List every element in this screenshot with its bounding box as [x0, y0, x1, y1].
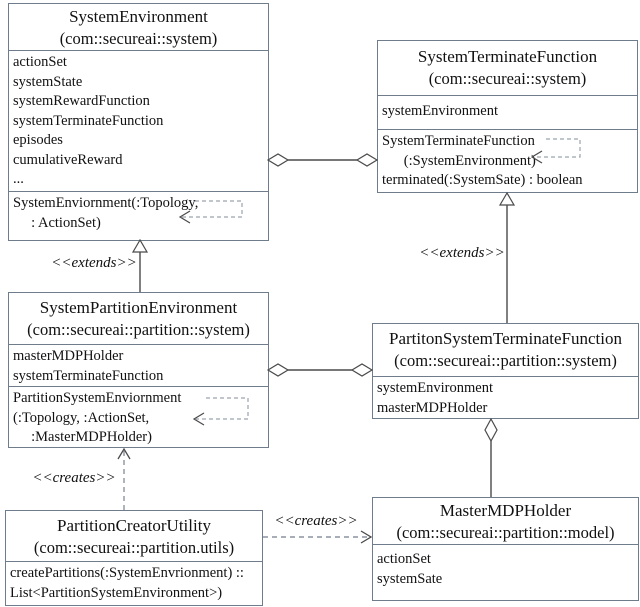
method: PartitionSystemEnviornment	[13, 390, 182, 406]
aggregation-systemenvironment-systemterminatefunction	[266, 153, 379, 167]
method: (:Topology, :ActionSet,	[13, 409, 150, 426]
method: : ActionSet)	[13, 214, 101, 231]
creates-arrow-partitioncreatorutility-mastermdpholder	[263, 530, 373, 544]
method: List<PartitionSystemEnvironment>)	[10, 584, 223, 601]
class-name: PartitionCreatorUtility	[57, 516, 211, 535]
class-name: SystemEnvironment	[69, 7, 208, 26]
class-header: MasterMDPHolder (com::secureai::partitio…	[373, 498, 638, 544]
attributes-compartment: systemEnvironment	[378, 95, 637, 129]
attributes-compartment: systemEnvironment masterMDPHolder	[373, 376, 638, 418]
stereotype-label-creates-right: <<creates>>	[274, 513, 358, 529]
open-arrowhead-icon	[360, 530, 373, 544]
method: (:SystemEnvironment)	[382, 152, 536, 169]
stereotype-label-extends-right: <<extends>>	[419, 245, 505, 261]
stereotype-label-creates-left: <<creates>>	[32, 470, 116, 486]
method: SystemTerminateFunction	[382, 133, 535, 149]
attribute: masterMDPHolder	[13, 348, 124, 364]
attribute: systemTerminateFunction	[13, 112, 164, 129]
aggregation-diamond-icon	[484, 417, 498, 443]
methods-compartment: createPartitions(:SystemEnvrionment) :: …	[6, 561, 262, 605]
attribute: systemTerminateFunction	[13, 367, 164, 384]
attribute: actionSet	[377, 551, 431, 567]
class-package: (com::secureai::system)	[428, 69, 587, 88]
methods-compartment: SystemEnviornment(:Topology, : ActionSet…	[9, 191, 268, 241]
attribute: systemSate	[377, 570, 443, 587]
class-package: (com::secureai::partition.utils)	[33, 538, 235, 557]
method: createPartitions(:SystemEnvrionment) ::	[10, 565, 244, 581]
class-box-system-environment: SystemEnvironment (com::secureai::system…	[8, 3, 269, 241]
attribute: actionSet	[13, 54, 67, 70]
generalization-triangle-icon	[498, 191, 516, 206]
open-arrowhead-icon	[117, 447, 131, 460]
stereotype-label-extends-left: <<extends>>	[51, 255, 137, 271]
class-name: SystemTerminateFunction	[417, 47, 598, 66]
class-box-system-partition-environment: SystemPartitionEnvironment (com::securea…	[8, 292, 269, 448]
attribute: cumulativeReward	[13, 151, 123, 168]
class-box-master-mdp-holder: MasterMDPHolder (com::secureai::partitio…	[372, 497, 639, 601]
class-header: SystemPartitionEnvironment (com::securea…	[9, 293, 268, 344]
class-header: SystemEnvironment (com::secureai::system…	[9, 4, 268, 50]
method: SystemEnviornment(:Topology,	[13, 195, 199, 211]
class-package: (com::secureai::partition::system)	[394, 351, 617, 370]
attribute: systemState	[13, 73, 83, 90]
class-package: (com::secureai::partition::system)	[27, 320, 250, 339]
class-name: MasterMDPHolder	[439, 501, 572, 520]
attribute: masterMDPHolder	[377, 399, 488, 416]
attributes-compartment: actionSet systemState systemRewardFuncti…	[9, 50, 268, 191]
attribute: ...	[13, 171, 24, 187]
class-header: PartitonSystemTerminateFunction (com::se…	[373, 324, 638, 376]
aggregation-systempartitionenvironment-partitonsystemterminatefunction	[266, 363, 374, 377]
aggregation-partitonsystemterminatefunction-mastermdpholder	[484, 417, 498, 497]
aggregation-diamond-icon	[266, 153, 290, 167]
class-package: (com::secureai::system)	[59, 29, 218, 48]
method: terminated(:SystemSate) : boolean	[382, 172, 583, 188]
generalization-triangle-icon	[131, 238, 149, 253]
aggregation-diamond-icon	[266, 363, 290, 377]
class-box-partition-creator-utility: PartitionCreatorUtility (com::secureai::…	[5, 510, 263, 606]
class-package: (com::secureai::partition::model)	[396, 523, 615, 542]
class-name: PartitonSystemTerminateFunction	[388, 329, 622, 348]
attribute: systemRewardFunction	[13, 93, 150, 109]
attribute: episodes	[13, 132, 63, 148]
attribute: systemEnvironment	[377, 380, 493, 396]
methods-compartment: PartitionSystemEnviornment (:Topology, :…	[9, 386, 268, 447]
attributes-compartment: masterMDPHolder systemTerminateFunction	[9, 344, 268, 386]
attributes-compartment: actionSet systemSate	[373, 544, 638, 600]
class-name: SystemPartitionEnvironment	[39, 298, 238, 317]
aggregation-diamond-icon	[355, 153, 379, 167]
class-header: PartitionCreatorUtility (com::secureai::…	[6, 511, 262, 561]
attribute: systemEnvironment	[382, 103, 498, 119]
class-box-partiton-system-terminate-function: PartitonSystemTerminateFunction (com::se…	[372, 323, 639, 419]
method: :MasterMDPHolder)	[13, 429, 152, 445]
aggregation-diamond-icon	[350, 363, 374, 377]
methods-compartment: SystemTerminateFunction (:SystemEnvironm…	[378, 129, 637, 192]
class-header: SystemTerminateFunction (com::secureai::…	[378, 41, 637, 95]
class-box-system-terminate-function: SystemTerminateFunction (com::secureai::…	[377, 40, 638, 193]
